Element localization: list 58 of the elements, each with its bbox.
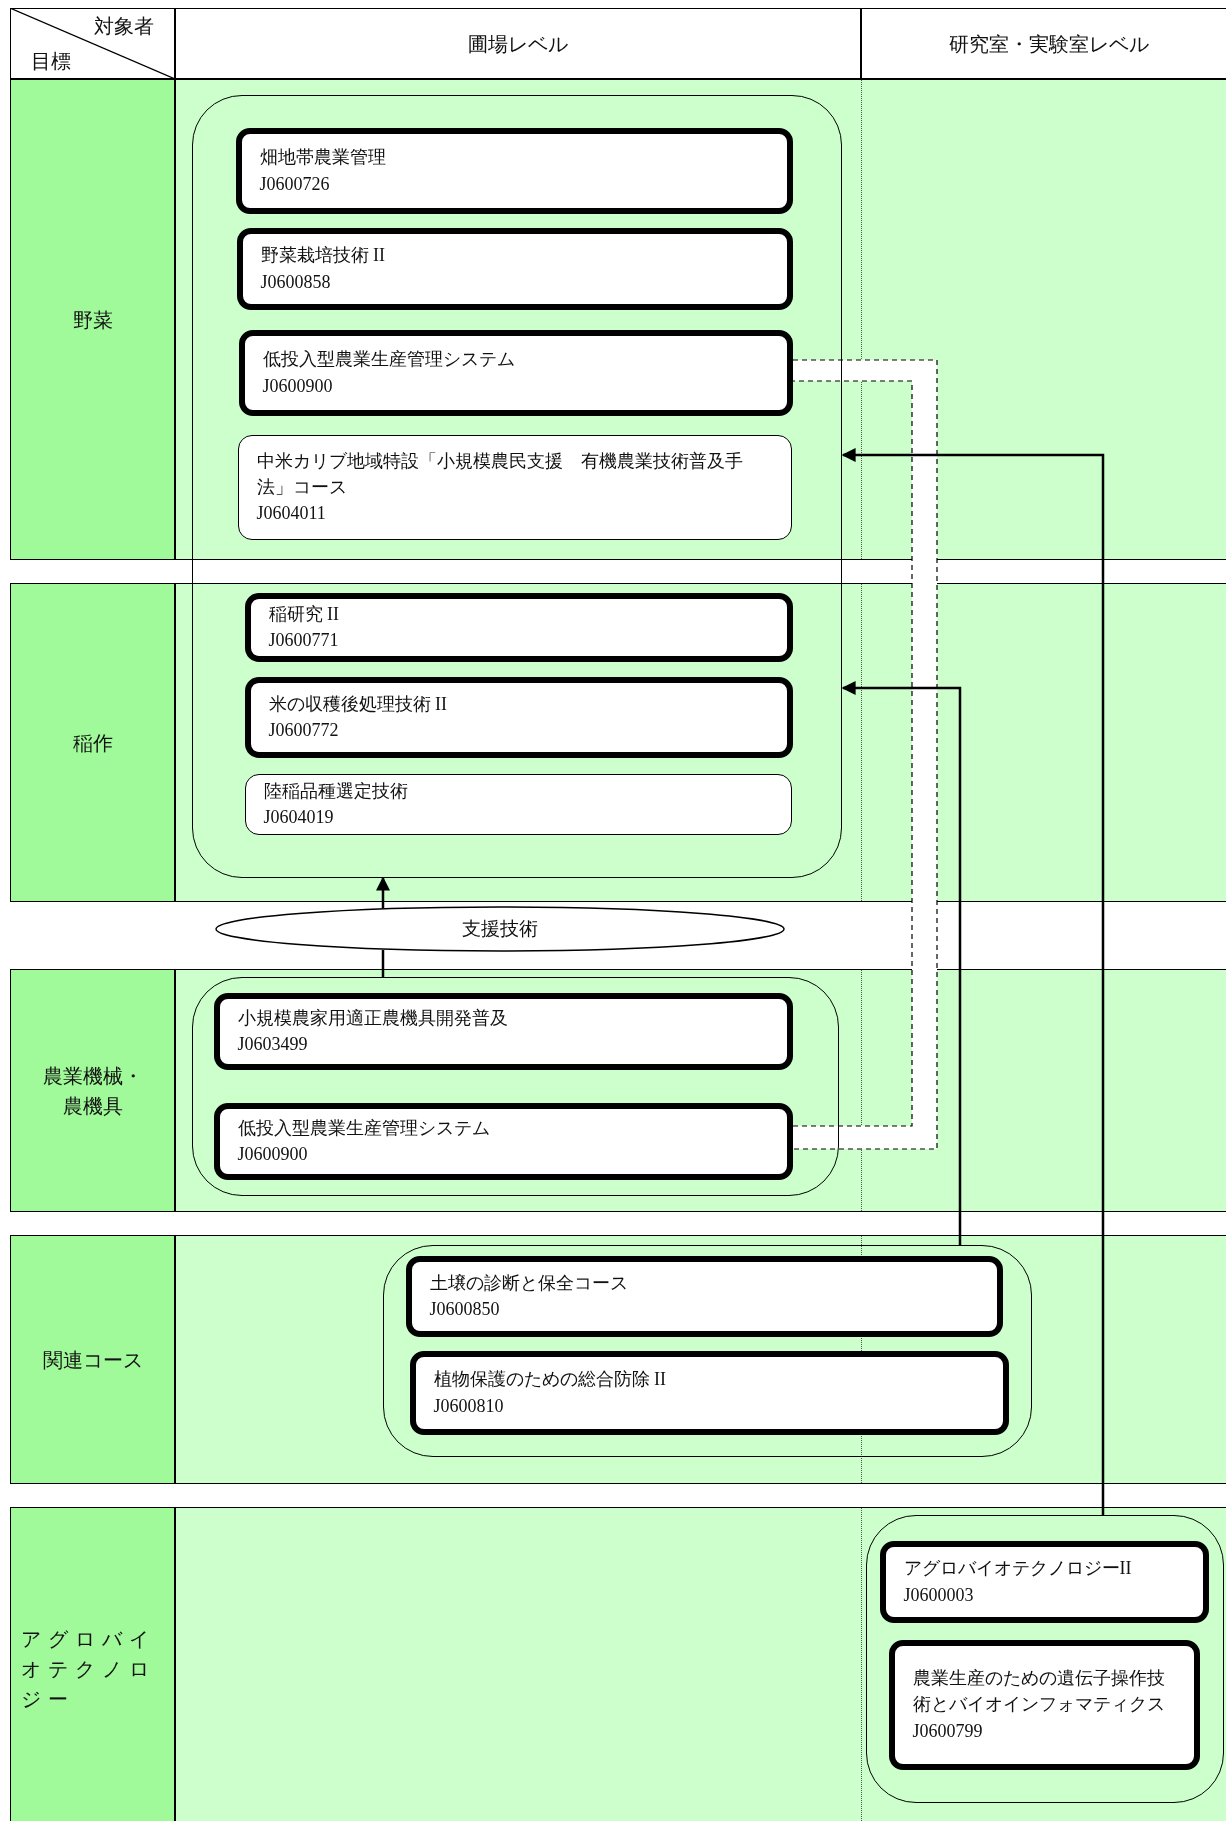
course-title: 小規模農家用適正農機具開発普及	[237, 1006, 509, 1030]
course-code: J0600003	[903, 1583, 975, 1607]
course-box	[238, 329, 793, 416]
course-code: J0600858	[260, 270, 332, 294]
course-box	[879, 1540, 1209, 1623]
course-code: J0604011	[256, 502, 327, 526]
course-box	[244, 773, 792, 835]
course-box	[237, 434, 792, 540]
course-title: 野菜栽培技術 II	[260, 244, 386, 268]
course-box	[244, 592, 793, 662]
group-frame	[866, 1515, 1224, 1803]
group-frame	[383, 1245, 1032, 1457]
course-box	[888, 1639, 1200, 1770]
course-title: 米の収穫後処理技術 II	[268, 692, 448, 716]
row-header: 関連コース	[42, 1347, 143, 1373]
ellipse-node	[215, 906, 785, 952]
course-code: J0600772	[268, 719, 340, 742]
course-title: 植物保護のための総合防除 II	[433, 1368, 667, 1392]
course-title: 稲研究 II	[268, 602, 340, 626]
column-header: 研究室・実験室レベル	[948, 31, 1149, 57]
course-code: J0600900	[262, 374, 334, 398]
course-title: 陸稲品種選定技術	[263, 779, 409, 803]
column-header: 圃場レベル	[468, 31, 568, 57]
row-header: アグロバイオテクノロジー	[21, 1626, 157, 1712]
course-code: J0600850	[429, 1298, 501, 1321]
course-title: 低投入型農業生産管理システム	[237, 1116, 491, 1140]
dashed-connector	[792, 359, 938, 1150]
course-title: 低投入型農業生産管理システム	[262, 348, 516, 372]
row-header: 稲作	[72, 730, 113, 756]
arrow	[841, 448, 1105, 1515]
course-code: J0600799	[912, 1719, 984, 1743]
course-box	[244, 676, 793, 758]
row-axis-label: 目標	[31, 49, 71, 74]
course-title: 中米カリブ地域特設「小規模農民支援 有機農業技術普及手法」コース	[256, 449, 744, 499]
row-header: 農業機械・農機具	[41, 1063, 144, 1119]
course-box	[236, 227, 793, 310]
course-title: 畑地帯農業管理	[259, 146, 387, 170]
course-box	[213, 1102, 793, 1180]
course-title: アグロバイオテクノロジーII	[903, 1557, 1133, 1581]
course-title: 土壌の診断と保全コース	[429, 1271, 629, 1295]
course-code: J0600726	[259, 172, 331, 196]
course-code: J0600900	[237, 1143, 309, 1166]
course-code: J0603499	[237, 1033, 309, 1056]
course-code: J0604019	[263, 806, 335, 829]
course-title: 農業生産のための遺伝子操作技術とバイオインフォマティクス	[912, 1667, 1166, 1717]
course-code: J0600771	[268, 629, 340, 652]
course-box	[213, 992, 793, 1070]
course-box	[235, 127, 793, 214]
column-axis-label: 対象者	[94, 14, 154, 39]
arrow	[841, 681, 962, 1245]
course-box	[409, 1350, 1009, 1435]
course-box	[405, 1255, 1003, 1337]
row-header: 野菜	[72, 307, 113, 333]
group-frame	[192, 95, 842, 878]
ellipse-label: 支援技術	[462, 917, 538, 942]
arrow	[376, 876, 390, 909]
course-code: J0600810	[433, 1394, 505, 1418]
group-frame	[192, 977, 839, 1196]
